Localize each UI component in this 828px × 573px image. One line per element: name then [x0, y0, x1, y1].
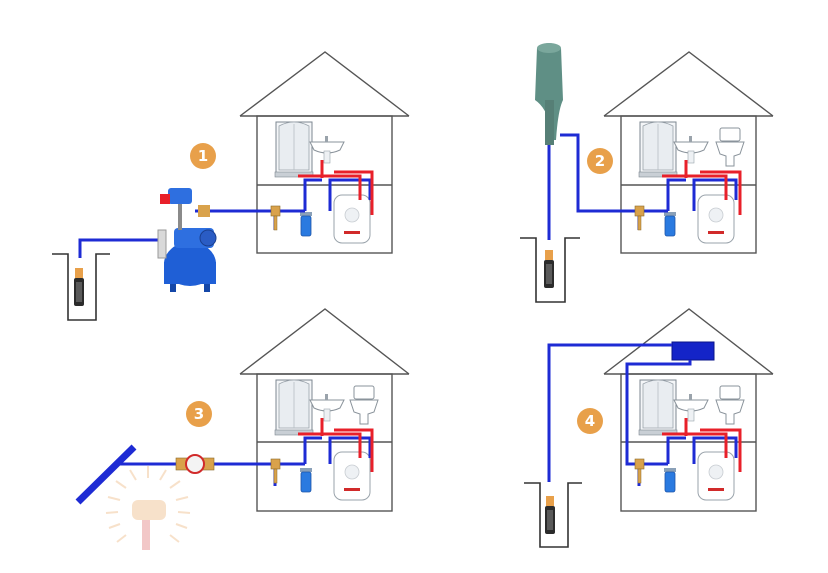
- pump-station-icon: [157, 188, 217, 292]
- well: [524, 482, 582, 548]
- water-heater-icon: [333, 194, 371, 244]
- sink-icon: [673, 135, 709, 164]
- shower-cabin-icon: [638, 121, 678, 178]
- toilet-icon: [349, 385, 379, 425]
- filter-icon: [663, 211, 677, 237]
- sink-icon: [309, 135, 345, 164]
- valve-icon: [270, 458, 281, 484]
- diagram-4: 4: [524, 308, 774, 548]
- badge-label: 1: [198, 147, 208, 165]
- badge-4: 4: [577, 408, 603, 434]
- badge-2: 2: [587, 148, 613, 174]
- filter-icon: [663, 467, 677, 493]
- valve-icon: [634, 205, 645, 231]
- well-pump-icon: [545, 496, 555, 534]
- filter-icon: [299, 467, 313, 493]
- diagram-3: 3: [75, 308, 410, 550]
- water-heater-icon: [697, 451, 735, 501]
- well-pump-icon: [74, 268, 84, 306]
- well-pump-icon: [544, 250, 554, 288]
- water-heater-icon: [697, 194, 735, 244]
- sink-icon: [309, 393, 345, 422]
- house-outline: [603, 51, 774, 254]
- badge-1: 1: [190, 143, 216, 169]
- badge-label: 3: [194, 405, 204, 423]
- toilet-icon: [715, 127, 745, 167]
- watermark-logo: [105, 466, 191, 550]
- water-heater-icon: [333, 451, 371, 501]
- valve-icon: [634, 458, 645, 484]
- meter-icon: [175, 454, 215, 474]
- sink-icon: [673, 393, 709, 422]
- tank-icon: [671, 341, 715, 361]
- tower-icon: [535, 43, 563, 145]
- shower-cabin-icon: [638, 379, 678, 436]
- shower-cabin-icon: [274, 379, 314, 436]
- diagram-2: 2: [520, 43, 774, 303]
- badge-label: 2: [595, 152, 605, 170]
- well: [520, 237, 580, 303]
- shower-cabin-icon: [274, 121, 314, 178]
- house-outline: [603, 308, 774, 512]
- well: [52, 253, 110, 321]
- diagram-1: 1: [52, 51, 410, 321]
- badge-3: 3: [186, 401, 212, 427]
- toilet-icon: [715, 385, 745, 425]
- badge-label: 4: [585, 412, 595, 430]
- filter-icon: [299, 211, 313, 237]
- valve-icon: [270, 205, 281, 231]
- water-main-pipe: [75, 444, 137, 505]
